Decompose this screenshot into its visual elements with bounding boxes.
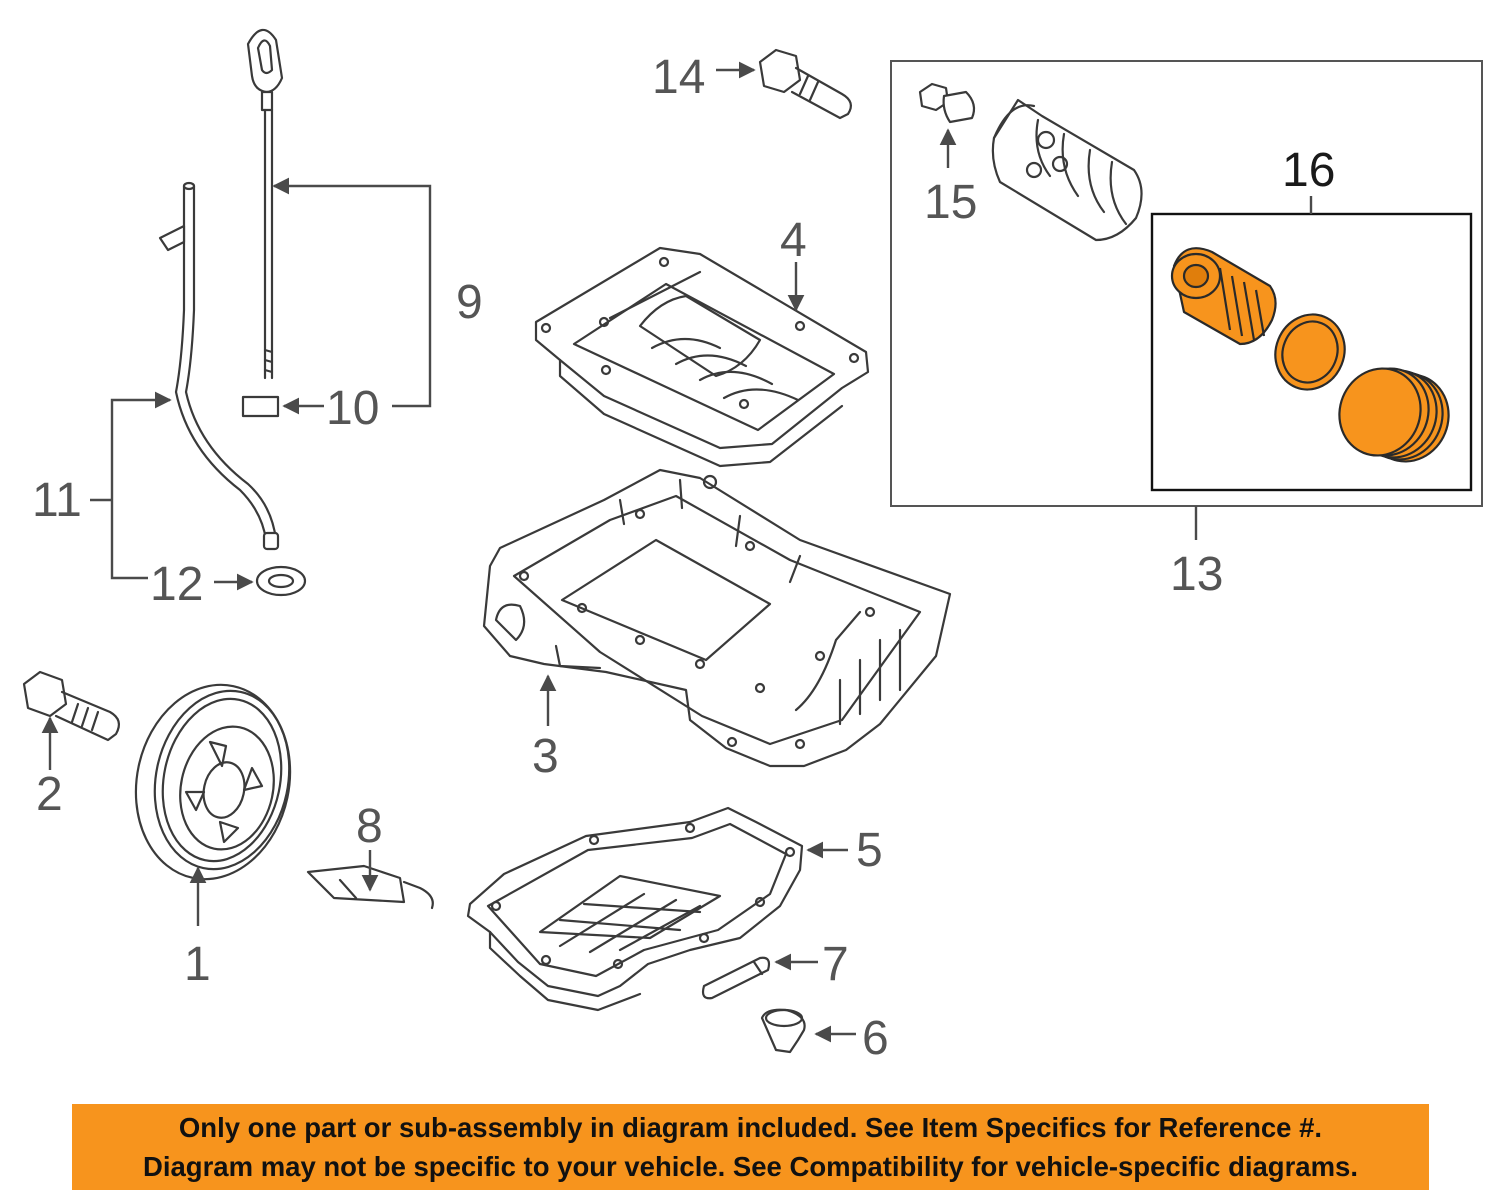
crank-pulley-bolt: [22, 670, 121, 742]
disclaimer-line-1: Only one part or sub-assembly in diagram…: [178, 1112, 1323, 1143]
callout-16: 16: [1282, 144, 1335, 197]
dowel-pin: [701, 956, 771, 1000]
callout-1: 1: [184, 938, 211, 991]
disclaimer-banner: Only one part or sub-assembly in diagram…: [72, 1104, 1429, 1190]
tube-o-ring: [255, 565, 307, 597]
oil-filter-element: [1170, 247, 1277, 346]
oil-dipstick: [241, 28, 284, 418]
oil-pan-lower-sump: [466, 806, 804, 1012]
sealant-tube: [306, 864, 434, 910]
callout-9: 9: [456, 276, 483, 329]
callout-2: 2: [36, 768, 63, 821]
oil-filter-housing: [991, 98, 1143, 242]
callout-10: 10: [326, 382, 379, 435]
oil-pan-upper-baffle: [534, 246, 870, 468]
disclaimer-line-2: Diagram may not be specific to your vehi…: [143, 1151, 1358, 1182]
leader-lines: [41, 61, 1313, 1043]
drain-plug: [760, 1008, 806, 1054]
callout-5: 5: [856, 824, 883, 877]
callout-14: 14: [652, 51, 705, 104]
callout-8: 8: [356, 800, 383, 853]
callout-11: 11: [32, 474, 82, 527]
callout-6: 6: [862, 1012, 889, 1065]
oil-pressure-sensor: [918, 82, 976, 124]
dipstick-tube: [158, 181, 280, 551]
callout-numbers: 14 15 16 13 4 9 10 11 12 2 3 8 5 1 7 6: [32, 51, 1335, 1065]
filter-housing-cap: [1338, 367, 1450, 463]
callout-3: 3: [532, 730, 559, 783]
callout-4: 4: [780, 214, 807, 267]
crankshaft-pulley: [134, 683, 292, 881]
oil-filter-housing-bolt: [758, 48, 853, 120]
callout-13: 13: [1170, 548, 1223, 601]
callout-12: 12: [150, 558, 203, 611]
filter-assembly-box: [890, 60, 1483, 507]
callout-15: 15: [924, 176, 977, 229]
oil-pan-main: [482, 468, 952, 768]
filter-o-ring: [1274, 313, 1346, 391]
callout-7: 7: [822, 938, 849, 991]
